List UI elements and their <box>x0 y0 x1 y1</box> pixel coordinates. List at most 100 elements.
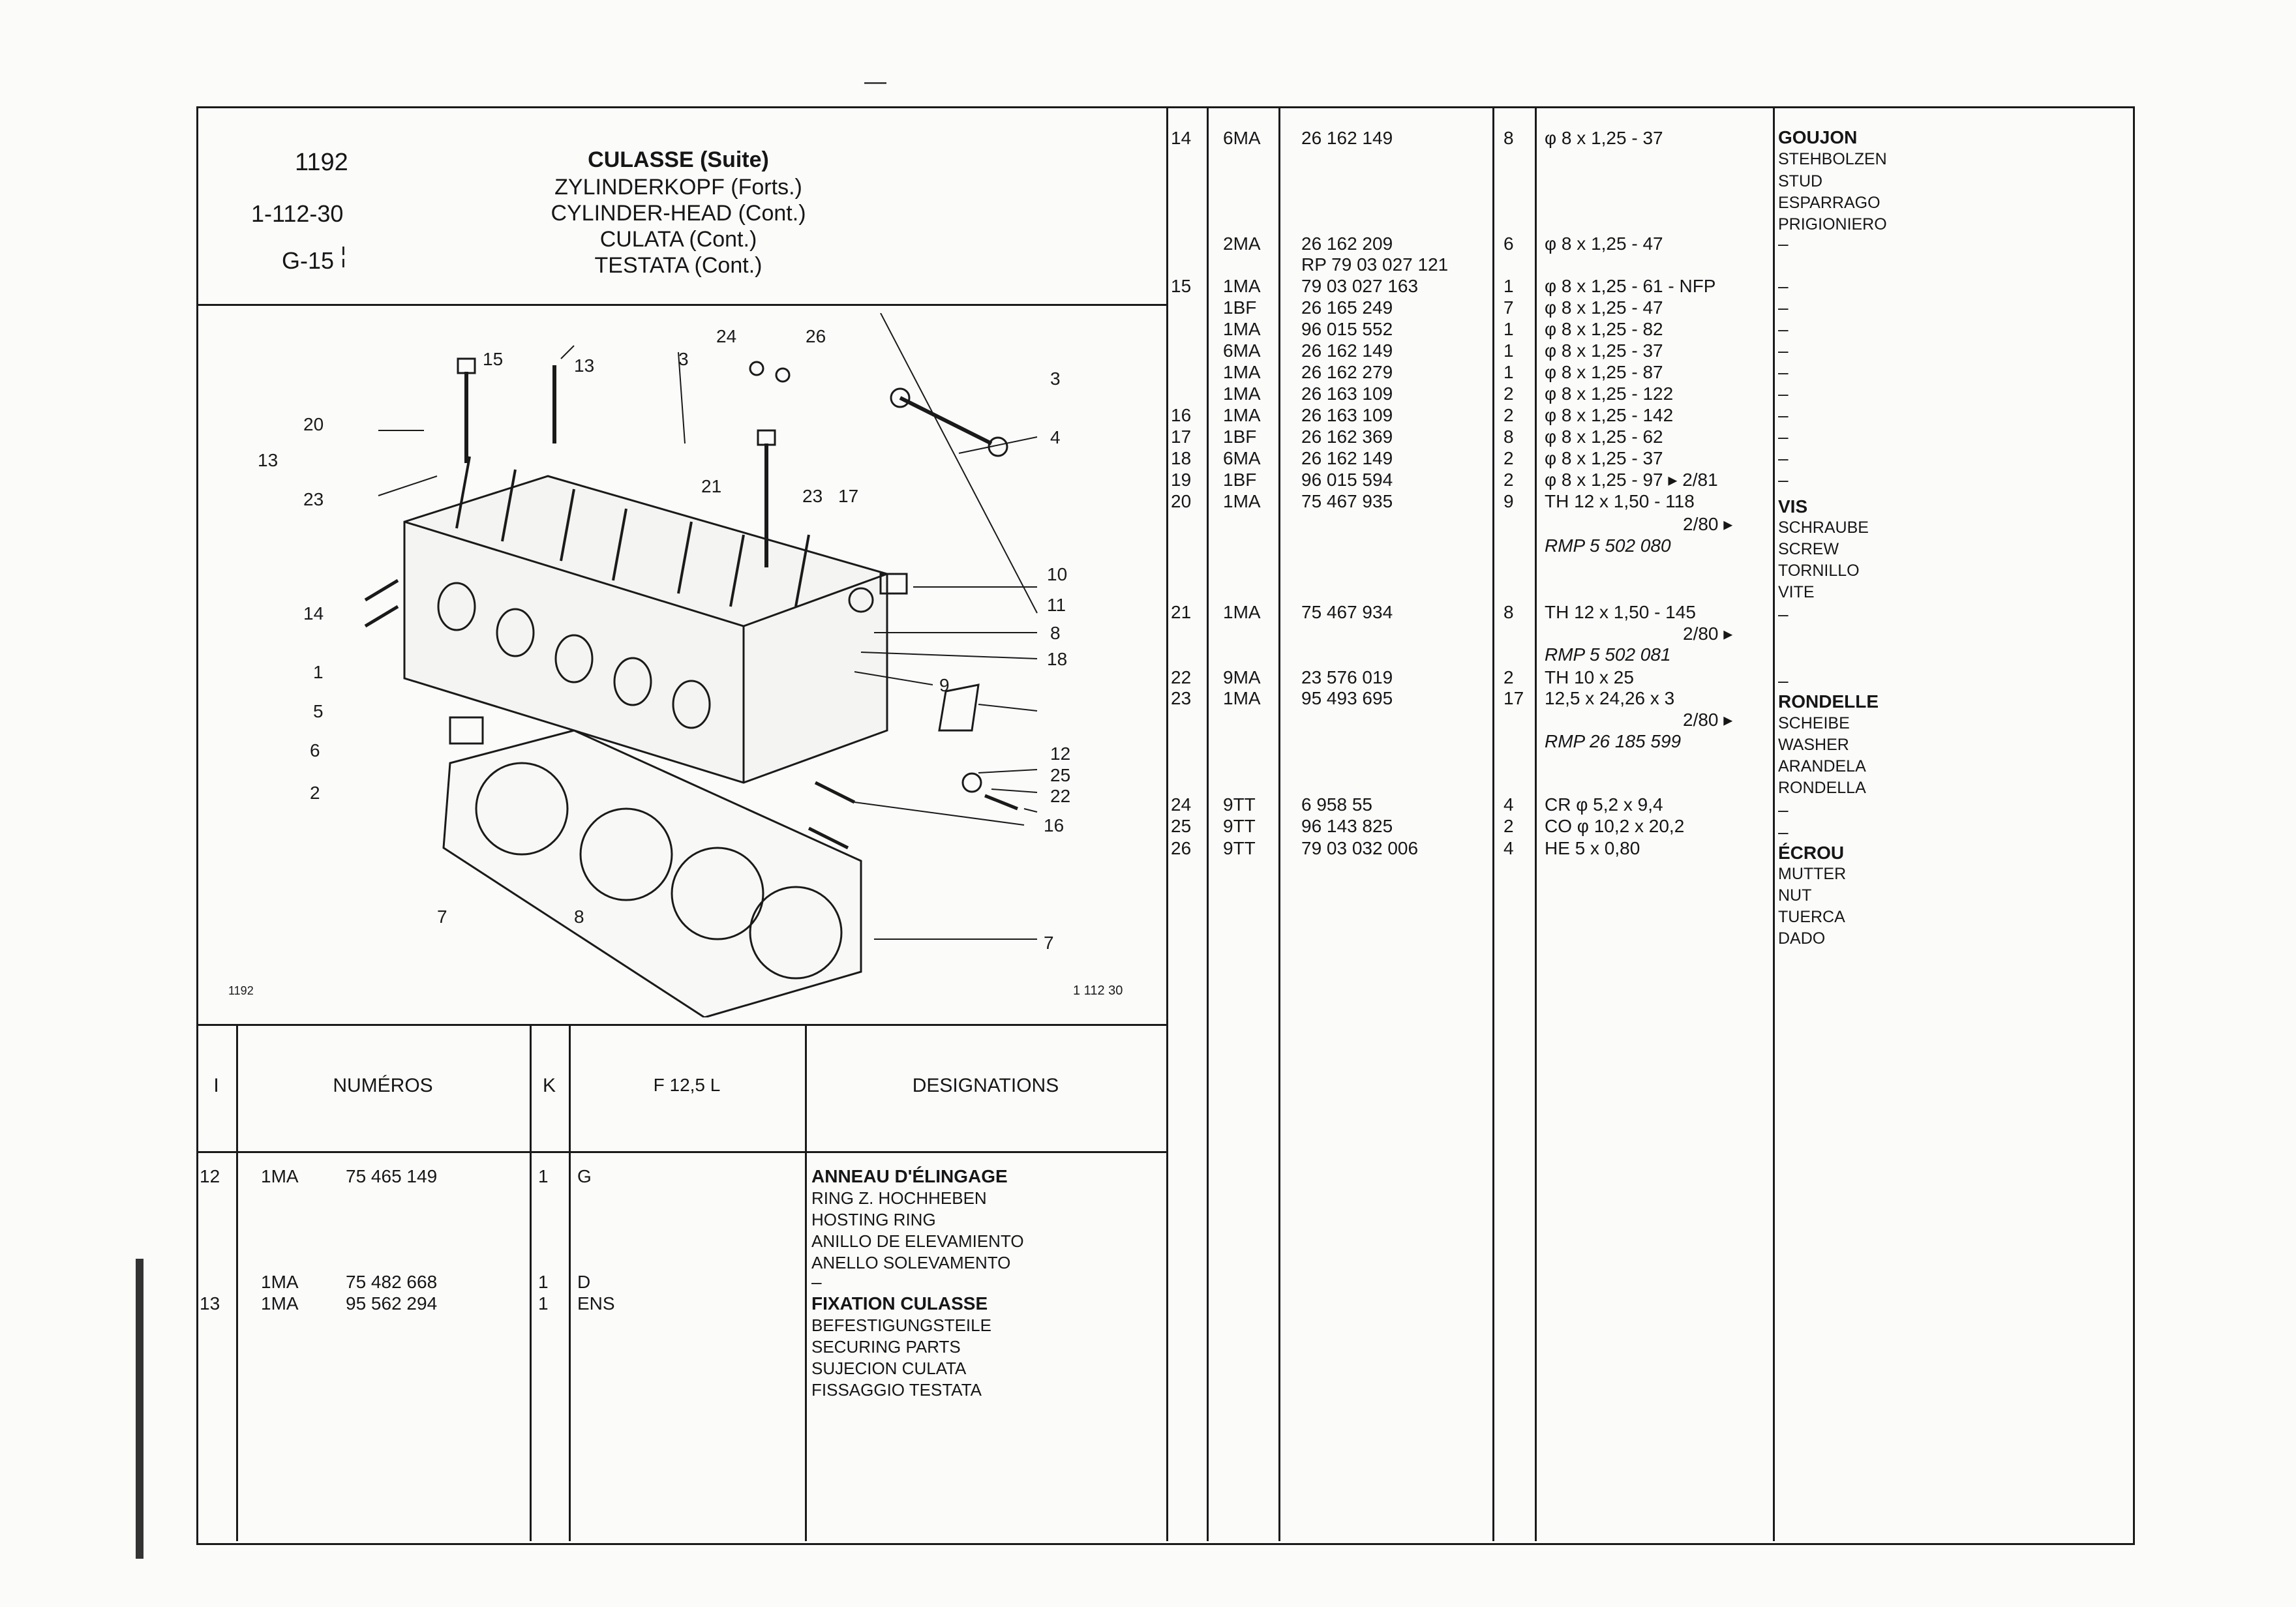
callout-20: 20 <box>303 414 324 434</box>
callout-3-right: 3 <box>1050 368 1061 389</box>
callout-1: 1 <box>313 662 324 682</box>
row-spec: RMP 26 185 599 <box>1545 731 1682 751</box>
lower-col-divider-3 <box>569 1024 571 1541</box>
designation-fr: GOUJON <box>1778 127 1858 147</box>
callout-8: 8 <box>1050 623 1061 643</box>
row-code: 6MA <box>1223 128 1261 148</box>
row-spec: φ 8 x 1,25 - 47 <box>1545 297 1663 318</box>
row-spec: 2/80 ▸ <box>1683 623 1733 644</box>
row-number: 79 03 027 163 <box>1301 276 1419 296</box>
row-code: 9TT <box>1223 816 1256 836</box>
designation-it: VITE <box>1778 583 1815 601</box>
designation-en: HOSTING RING <box>811 1210 936 1229</box>
row-spec: φ 8 x 1,25 - 142 <box>1545 405 1674 425</box>
row-spec: 2/80 ▸ <box>1683 514 1733 534</box>
designation-de: STEHBOLZEN <box>1778 150 1887 168</box>
row-k: 1 <box>1503 362 1514 382</box>
designation-dash: – <box>1778 340 1789 361</box>
designation-dash-24: – <box>1778 800 1789 820</box>
designation-dash: – <box>1778 427 1789 447</box>
row-code: 1MA <box>261 1166 299 1186</box>
callout-6: 6 <box>310 740 320 760</box>
designation-es: TUERCA <box>1778 908 1845 926</box>
row-index: 23 <box>1171 688 1192 708</box>
designation-de: SCHEIBE <box>1778 714 1850 732</box>
callout-8-lower: 8 <box>574 907 584 927</box>
row-code: 1MA <box>1223 383 1261 404</box>
row-code: 1MA <box>261 1272 299 1292</box>
callout-9: 9 <box>939 675 950 695</box>
row-code: 1MA <box>1223 602 1261 622</box>
right-table-col-divider-4 <box>1492 106 1494 1541</box>
callout-4: 4 <box>1050 427 1061 447</box>
row-number: 96 015 552 <box>1301 319 1393 339</box>
row-number: 75 467 934 <box>1301 602 1393 622</box>
row-code: 1MA <box>1223 319 1261 339</box>
row-number: 23 576 019 <box>1301 667 1393 687</box>
row-k: 2 <box>1503 816 1514 836</box>
row-number: 26 165 249 <box>1301 297 1393 318</box>
right-table-col-divider-3 <box>1278 106 1280 1541</box>
designation-it: PRIGIONIERO <box>1778 215 1887 233</box>
designation-fr: ÉCROU <box>1778 843 1845 863</box>
callout-24: 24 <box>716 326 736 346</box>
row-k: 17 <box>1503 688 1524 708</box>
row-k: 8 <box>1503 602 1514 622</box>
designation-dash: – <box>1778 233 1789 254</box>
row-k: 1 <box>538 1293 549 1314</box>
col-header-index: I <box>213 1075 219 1096</box>
designation-dash: – <box>1778 448 1789 468</box>
row-k: 2 <box>1503 383 1514 404</box>
row-extra: G <box>577 1166 592 1186</box>
callout-23-left: 23 <box>303 489 324 509</box>
lower-col-divider-2 <box>530 1024 532 1541</box>
header-divider <box>196 304 1168 306</box>
row-extra: D <box>577 1272 591 1292</box>
title-de: ZYLINDERKOPF (Forts.) <box>554 175 802 200</box>
row-spec: 12,5 x 24,26 x 3 <box>1545 688 1675 708</box>
designation-it: FISSAGGIO TESTATA <box>811 1380 982 1400</box>
designation-dash: – <box>1778 276 1789 296</box>
exploded-engine-drawing: 24 26 15 13 3 3 20 13 23 4 21 23 17 10 1… <box>228 313 1123 1017</box>
callout-18: 18 <box>1047 649 1067 669</box>
col-header-k: K <box>542 1075 556 1096</box>
row-spec: φ 8 x 1,25 - 122 <box>1545 383 1674 404</box>
designation-dash-21: – <box>1778 604 1789 624</box>
callout-12: 12 <box>1050 743 1070 764</box>
row-k: 6 <box>1503 233 1514 254</box>
row-index: 26 <box>1171 838 1192 858</box>
row-k: 1 <box>538 1166 549 1186</box>
designation-en: STUD <box>1778 172 1823 190</box>
row-spec: CO φ 10,2 x 20,2 <box>1545 816 1685 836</box>
designation-dash: – <box>1778 297 1789 318</box>
row-spec: CR φ 5,2 x 9,4 <box>1545 794 1663 815</box>
row-k: 1 <box>1503 340 1514 361</box>
row-index: 21 <box>1171 602 1192 622</box>
row-code: 1BF <box>1223 427 1257 447</box>
designation-dash-25: – <box>1778 822 1789 842</box>
row-index: 22 <box>1171 667 1192 687</box>
row-k: 7 <box>1503 297 1514 318</box>
right-table-col-divider-5 <box>1535 106 1537 1541</box>
row-number: 96 143 825 <box>1301 816 1393 836</box>
designation-dash: – <box>811 1272 822 1292</box>
col-header-f125: F 12,5 L <box>653 1075 721 1095</box>
row-spec: φ 8 x 1,25 - 37 <box>1545 340 1663 361</box>
page-frame <box>196 106 2135 1545</box>
callout-5: 5 <box>313 701 324 721</box>
row-number: 75 465 149 <box>346 1166 438 1186</box>
designation-dash: – <box>1778 405 1789 425</box>
col-header-numbers: NUMÉROS <box>333 1075 433 1096</box>
row-spec: RMP 5 502 081 <box>1545 644 1671 665</box>
row-number: 26 163 109 <box>1301 383 1393 404</box>
right-table-col-divider-6 <box>1773 106 1775 1541</box>
row-index: 20 <box>1171 491 1192 511</box>
row-index: 13 <box>200 1293 220 1314</box>
title-en: CYLINDER-HEAD (Cont.) <box>551 201 806 226</box>
row-code: 2MA <box>1223 233 1261 254</box>
callout-22: 22 <box>1050 786 1070 806</box>
designation-dash: – <box>1778 362 1789 382</box>
reference-code: 1-112-30 <box>251 200 344 227</box>
designation-dash-22: – <box>1778 670 1789 691</box>
row-index: 14 <box>1171 128 1192 148</box>
